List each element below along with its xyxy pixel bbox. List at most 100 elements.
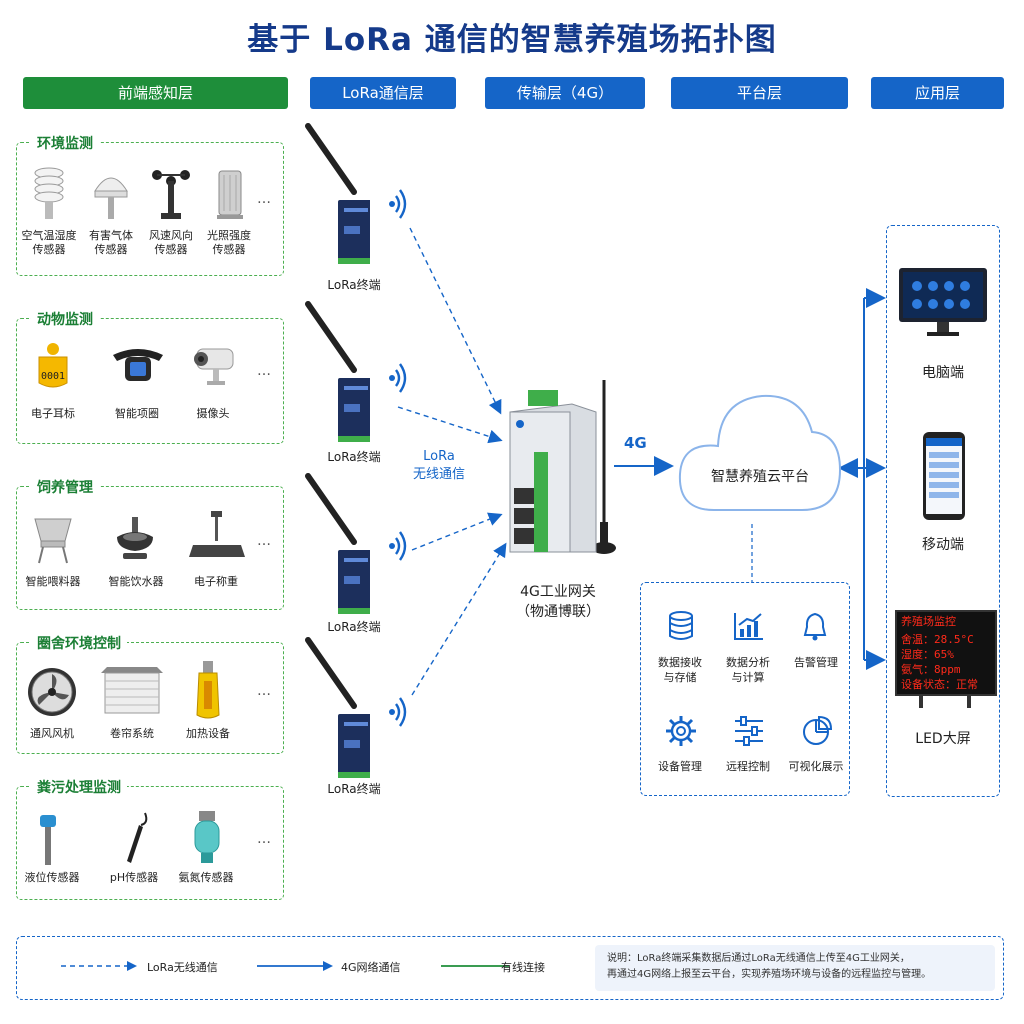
legend-lora-line-icon [61,961,137,971]
level-sensor-icon [40,815,56,865]
device-label: pH传感器 [109,871,159,884]
lora-link-4 [411,542,507,696]
sliders-control-icon [735,716,763,746]
lora-terminal: LoRa终端 [300,300,381,464]
platform-function-label: 远程控制 [726,760,770,773]
device-label: 氨氮传感器 [178,871,234,884]
ear-tag-number: 0001 [41,371,65,382]
device-label: 摄像头 [196,407,230,420]
legend-4g-line-icon [257,961,333,971]
ph-sensor-icon [127,812,148,863]
layer-header-application: 应用层 [871,77,1004,109]
layer-header-lora: LoRa通信层 [310,77,456,109]
lora-terminal-label: LoRa终端 [327,620,381,634]
wireless-signal-icon [389,189,407,219]
4g-gateway-icon [509,380,616,554]
platform-function-label: 告警管理 [794,656,838,669]
lora-terminal: LoRa终端 [300,122,381,292]
gateway-brand: （物通博联） [516,604,600,620]
legend-label: LoRa无线通信 [147,961,218,974]
harmful-gas-sensor-icon [94,177,128,219]
smart-feeder-icon [34,518,72,564]
wireless-signal-icon [389,697,407,727]
panel-manure-monitoring: 粪污处理监测 液位传感器 pH传感器 氨氮传感器 … [16,777,284,900]
layer-header-transport: 传输层（4G） [485,77,645,109]
ammonia-nitrogen-sensor-icon [194,811,220,863]
lora-wireless-label: LoRa 无线通信 [412,449,465,482]
more-ellipsis: … [257,683,271,699]
application-panel: 电脑端 移动端 养殖场监控 舍温：28.5°C 湿度：65% 氨气：8ppm 设… [886,225,1000,797]
layer-header-perception: 前端感知层 [23,77,288,109]
platform-functions-panel: 数据接收 与存储 数据分析 与计算 告警管理 设备管理 远程控制 可视 [640,582,850,796]
bell-alarm-icon [803,612,827,641]
device-label: 加热设备 [186,727,230,740]
heating-device-icon [196,661,220,719]
wind-sensor-icon [152,170,190,219]
analytics-chart-icon [734,613,763,640]
platform-function-label: 设备管理 [658,760,702,773]
legend-panel: LoRa无线通信 4G网络通信 有线连接 说明：LoRa终端采集数据后通过LoR… [16,936,1004,1000]
lora-terminal-device-icon [305,301,374,442]
gear-icon [666,716,696,746]
panel-title: 饲养管理 [31,477,99,497]
lora-link-2 [397,406,503,444]
light-sensor-icon [217,170,243,219]
legend-note: 说明：LoRa终端采集数据后通过LoRa无线通信上传至4G工业网关， 再通过4G… [607,953,932,980]
smart-waterer-icon [117,517,153,559]
panel-title: 粪污处理监测 [31,777,127,797]
lora-terminal-label: LoRa终端 [327,782,381,796]
lora-terminal-label: LoRa终端 [327,278,381,292]
platform-function-label: 可视化展示 [788,760,844,773]
device-label: 智能饮水器 [108,575,164,588]
lora-link-3 [411,512,503,551]
panel-title: 圈舍环境控制 [31,633,127,653]
device-label: 通风风机 [30,727,74,740]
led-line: 湿度：65% [901,648,954,661]
device-label: 电子耳标 [31,407,75,420]
lora-terminal-device-icon [305,473,374,614]
panel-title: 环境监测 [31,133,99,153]
camera-icon [194,348,234,385]
led-screen-title: 养殖场监控 [901,615,956,628]
pie-chart-icon [803,715,833,745]
electronic-scale-icon [189,511,245,557]
panel-feeding: 饲养管理 智能喂料器 智能饮水器 电子称重 … [16,477,284,610]
led-line: 氨气：8ppm [901,663,961,676]
ventilation-fan-icon [28,668,76,716]
device-label: 液位传感器 [24,871,80,884]
led-line: 舍温：28.5°C [901,633,974,646]
led-line: 设备状态：正常 [901,678,978,691]
lora-terminal-device-icon [305,637,374,778]
app-label-led: LED大屏 [915,731,971,747]
device-label: 风速风向 传感器 [149,229,193,256]
air-temp-humidity-sensor-icon [34,167,64,219]
lora-link-1 [409,227,502,415]
desktop-monitor-icon [899,268,987,336]
database-icon [669,611,693,640]
smart-collar-icon [113,349,163,381]
lora-terminal-label: LoRa终端 [327,450,381,464]
panel-title: 动物监测 [31,309,99,329]
lora-terminal-device-icon [305,123,374,264]
page-title: 基于 LoRa 通信的智慧养殖场拓扑图 [247,22,777,58]
cloud-platform-label: 智慧养殖云平台 [711,469,809,485]
more-ellipsis: … [257,831,271,847]
more-ellipsis: … [257,191,271,207]
cloud-platform-icon [678,394,842,511]
legend-label: 4G网络通信 [341,961,401,974]
lora-terminal: LoRa终端 [300,636,381,796]
layer-header-platform: 平台层 [671,77,848,109]
device-label: 有害气体 传感器 [89,229,133,256]
ear-tag-icon: 0001 [38,343,68,388]
device-label: 智能项圈 [115,407,159,420]
gateway-name: 4G工业网关 [520,584,596,600]
device-label: 空气温湿度 传感器 [21,229,77,256]
wireless-signal-icon [389,363,407,393]
app-label-mobile: 移动端 [922,537,964,553]
legend-wired-line-icon [441,965,509,967]
mobile-phone-icon [923,432,965,520]
more-ellipsis: … [257,363,271,379]
platform-function-label: 数据接收 与存储 [658,656,702,684]
lora-terminal: LoRa终端 [300,472,381,634]
more-ellipsis: … [257,533,271,549]
